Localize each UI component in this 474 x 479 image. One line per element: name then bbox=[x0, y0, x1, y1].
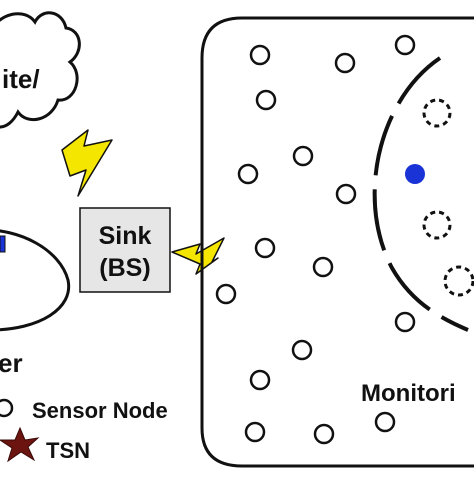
wireless-link-lightning-upper bbox=[61, 129, 113, 197]
legend-tsn-star-icon bbox=[0, 426, 40, 463]
user-area-ellipse bbox=[0, 229, 71, 332]
sensor-node bbox=[291, 339, 313, 361]
sensor-node bbox=[244, 421, 266, 443]
sensor-node bbox=[313, 423, 335, 445]
monitoring-area-label: Monitori bbox=[361, 380, 456, 407]
sensor-node bbox=[292, 145, 314, 167]
legend-sensor-node-icon bbox=[0, 398, 14, 418]
legend-sensor-node-label: Sensor Node bbox=[32, 398, 168, 423]
dashed-sensor-node bbox=[443, 265, 474, 297]
sensor-node bbox=[394, 34, 416, 56]
sensor-node bbox=[312, 256, 334, 278]
sensor-node bbox=[249, 369, 271, 391]
sensor-node bbox=[334, 52, 356, 74]
monitoring-area-boundary bbox=[200, 16, 474, 468]
dashed-sensor-nodes bbox=[422, 98, 474, 297]
sensor-node bbox=[249, 44, 271, 66]
sensor-node bbox=[254, 237, 276, 259]
sensor-node bbox=[335, 183, 357, 205]
satellite-cloud bbox=[0, 11, 81, 129]
dashed-sensor-node bbox=[422, 210, 452, 240]
sink-label-line2: (BS) bbox=[99, 254, 150, 282]
user-area-label: er bbox=[0, 348, 23, 378]
sensor-node bbox=[374, 411, 396, 433]
cloud-label: ite/ bbox=[2, 64, 40, 94]
sink-label-line1: Sink bbox=[99, 222, 152, 250]
sensor-node bbox=[237, 163, 259, 185]
sensor-node bbox=[215, 283, 237, 305]
sensor-nodes bbox=[215, 34, 416, 445]
wireless-link-lightning-lower bbox=[171, 237, 225, 275]
sink-box bbox=[79, 207, 171, 293]
target-region-arc bbox=[372, 56, 469, 332]
legend-tsn-label: TSN bbox=[46, 438, 90, 463]
dashed-sensor-node bbox=[422, 98, 452, 128]
target-node bbox=[405, 164, 425, 184]
sensor-node bbox=[255, 89, 277, 111]
sensor-node bbox=[394, 311, 416, 333]
user-device-fragment bbox=[0, 235, 6, 253]
